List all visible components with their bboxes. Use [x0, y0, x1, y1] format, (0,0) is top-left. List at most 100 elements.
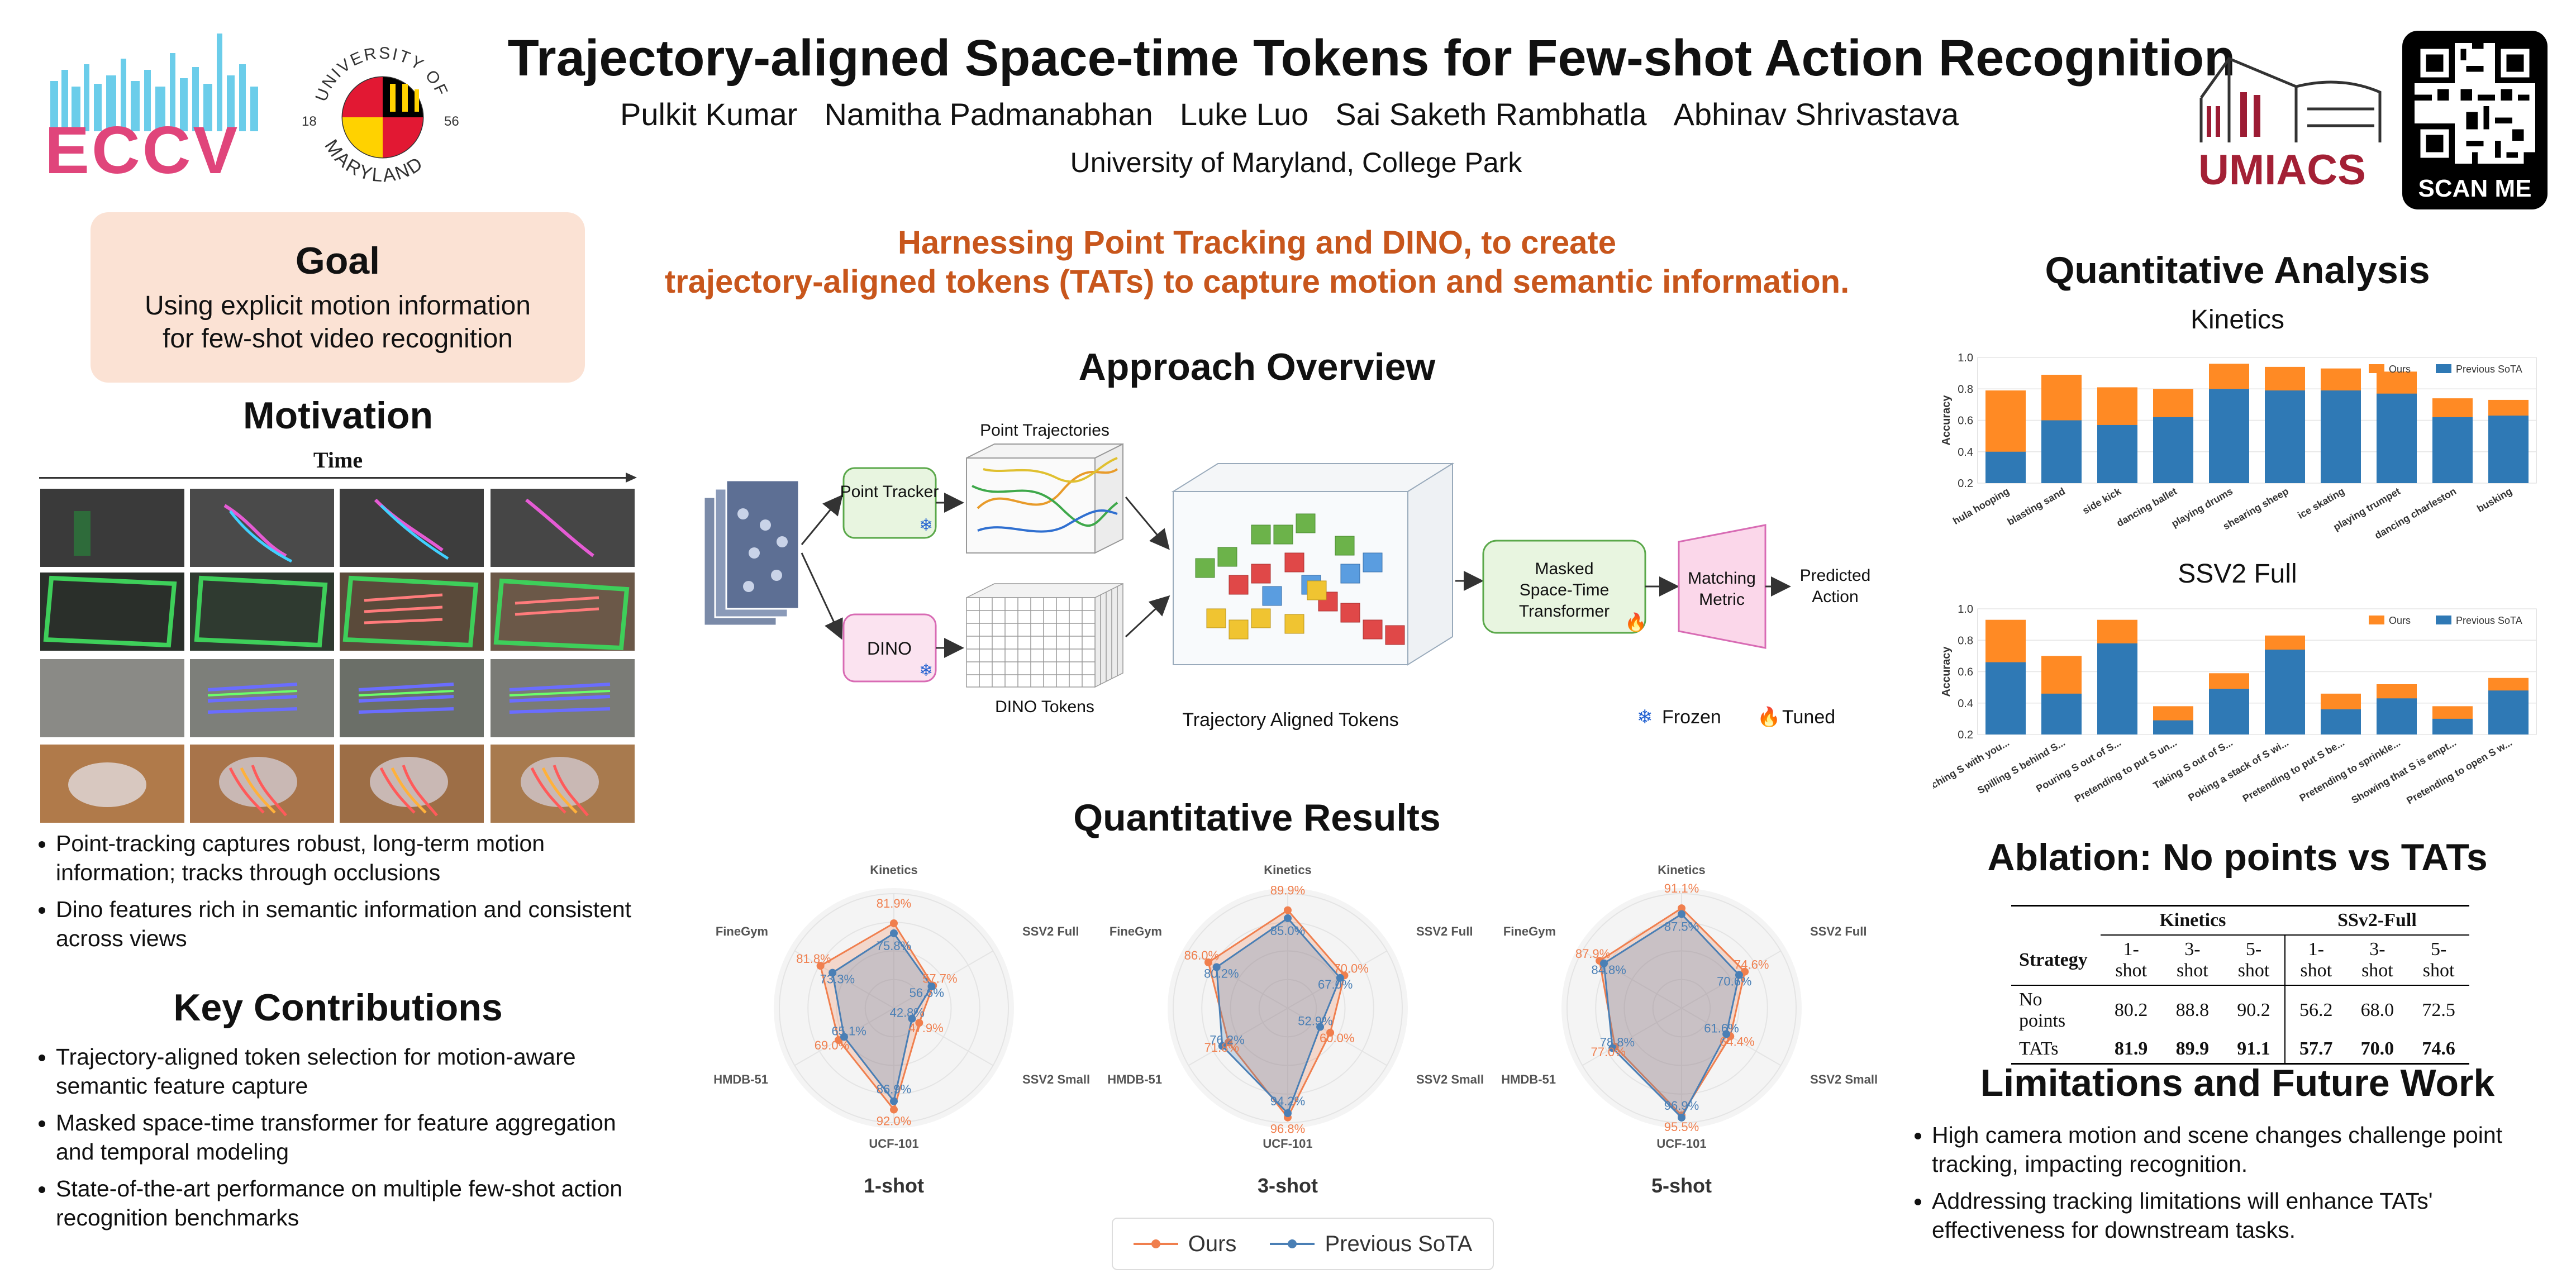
ablation-cell: 70.0	[2360, 1038, 2394, 1059]
radar-axis-label: SSV2 Full	[1022, 924, 1079, 938]
ours-point	[1678, 904, 1685, 913]
limitations-bullets: High camera motion and scene changes cha…	[1905, 1120, 2564, 1252]
ablation-cell: 91.1	[2223, 1035, 2285, 1064]
legend-ours-label: Ours	[1188, 1231, 1237, 1256]
radar-axis-label: UCF-101	[1263, 1137, 1312, 1151]
svg-text:Matching: Matching	[1688, 569, 1756, 588]
legend-swatch-ours	[2369, 616, 2384, 624]
legend-label-ours: Ours	[2389, 615, 2411, 626]
svg-text:Metric: Metric	[1699, 590, 1745, 609]
bar-previous-sota	[1985, 662, 2026, 734]
motivation-frame-grid	[40, 489, 635, 824]
bar-previous-sota	[2153, 720, 2193, 734]
prev-value-label: 76.2%	[1210, 1033, 1244, 1047]
radar-title: 5-shot	[1651, 1174, 1712, 1197]
legend-ours: Ours	[1133, 1231, 1237, 1257]
ablation-cell: 74.6	[2422, 1038, 2455, 1059]
table-row: TATs 81.9 89.9 91.1 57.7 70.0 74.6	[2011, 1035, 2469, 1064]
bar-previous-sota	[2265, 650, 2305, 734]
radar-axis-label: SSV2 Full	[1416, 924, 1473, 938]
radar-axis-label: Kinetics	[1658, 863, 1706, 877]
svg-text:Transformer: Transformer	[1519, 602, 1610, 621]
prev-point	[1600, 959, 1608, 967]
qr-code-badge[interactable]: SCAN ME	[2402, 31, 2548, 209]
ablation-cell: 56.2	[2299, 1000, 2333, 1020]
ours-value-label: 86.0%	[1184, 948, 1219, 962]
ablation-cell: 80.2	[2114, 1000, 2148, 1020]
ablation-col-header: 3-shot	[2177, 939, 2208, 981]
approach-diagram: Point Tracker ❄ DINO ❄ Point Trajectorie…	[693, 413, 1888, 748]
x-tick-label: ice skating	[2296, 485, 2346, 521]
radar-axis-label: UCF-101	[1656, 1137, 1706, 1151]
prev-point	[1678, 910, 1685, 918]
table-row: No points 80.2 88.8 90.2 56.2 68.0 72.5	[2011, 985, 2469, 1035]
radar-axis-label: FineGym	[1110, 924, 1162, 938]
bar-previous-sota	[2432, 718, 2473, 734]
legend-previous-sota: Previous SoTA	[1270, 1232, 1472, 1257]
token-blocks-red	[1229, 552, 1405, 645]
prev-point	[908, 1014, 916, 1023]
ours-point	[1284, 906, 1292, 914]
legend-swatch-ours	[2369, 364, 2384, 373]
prev-value-label: 96.9%	[1664, 1099, 1699, 1113]
y-tick-label: 0.4	[1958, 446, 1973, 459]
x-tick-label: hula hooping	[1951, 485, 2011, 527]
x-tick-label: side kick	[2080, 485, 2123, 517]
contribution-bullet-3: State-of-the-art performance on multiple…	[56, 1174, 644, 1232]
bar-previous-sota	[2488, 690, 2529, 734]
ours-point	[890, 1105, 898, 1114]
radar-axis-label: SSV2 Full	[1810, 924, 1866, 938]
prev-value-label: 42.8%	[890, 1006, 925, 1020]
y-axis-label: Accuracy	[1940, 646, 1953, 697]
prev-value-label: 73.3%	[820, 972, 855, 986]
prev-point	[1284, 914, 1292, 922]
ours-point	[1326, 1028, 1335, 1037]
prev-point	[840, 1033, 848, 1041]
snowflake-icon: ❄	[1637, 707, 1653, 728]
dino-box: DINO	[842, 613, 937, 683]
svg-text:Action: Action	[1812, 588, 1858, 606]
ablation-col-header: 3-shot	[2361, 939, 2393, 981]
radar-axis-label: Kinetics	[870, 863, 918, 877]
prev-value-label: 61.6%	[1704, 1021, 1739, 1035]
ours-value-label: 57.7%	[922, 971, 957, 985]
goal-text-line2: for few-shot video recognition	[163, 324, 513, 354]
prev-point	[1316, 1023, 1325, 1031]
ablation-col-header: 5-shot	[2422, 939, 2455, 981]
legend-label-prev: Previous SoTA	[2456, 615, 2522, 626]
ablation-group-kinetics: Kinetics	[2100, 905, 2285, 936]
ours-value-label: 60.0%	[1320, 1031, 1354, 1045]
flame-icon: 🔥	[1625, 612, 1647, 632]
radar-axis-label: SSV2 Small	[1810, 1072, 1878, 1086]
limitations-title: Limitations and Future Work	[1980, 1062, 2495, 1104]
prev-value-label: 65.1%	[831, 1024, 866, 1038]
author-2: Namitha Padmanabhan	[824, 97, 1153, 132]
x-tick-label: Poking a stack of S wi...	[2186, 737, 2291, 803]
author-5: Abhinav Shrivastava	[1673, 97, 1959, 132]
ours-point	[915, 1019, 923, 1027]
author-list: Pulkit Kumar Namitha Padmanabhan Luke Lu…	[620, 96, 2129, 132]
ablation-cell: 89.9	[2175, 1038, 2210, 1059]
legend-swatch-prev	[2436, 616, 2451, 624]
y-tick-label: 0.4	[1958, 698, 1973, 710]
time-label: Time	[313, 447, 363, 473]
prev-value-label: 86.9%	[877, 1082, 911, 1096]
radar-axis-line	[893, 950, 994, 1009]
eccv-logo: ECCV	[45, 31, 268, 188]
radar-axis-label: HMDB-51	[713, 1072, 768, 1086]
y-tick-label: 0.2	[1958, 478, 1973, 490]
ablation-cell: 81.9	[2114, 1038, 2148, 1059]
svg-text:Point Trajectories: Point Trajectories	[980, 421, 1110, 440]
legend-label-ours: Ours	[2389, 364, 2411, 375]
goal-text-line1: Using explicit motion information	[145, 291, 531, 321]
bar-previous-sota	[1985, 451, 2026, 483]
prev-value-label: 85.0%	[1270, 924, 1305, 938]
prev-value-label: 80.2%	[1204, 966, 1239, 980]
radar-axis-label: SSV2 Small	[1022, 1072, 1090, 1086]
ablation-title: Ablation: No points vs TATs	[1987, 836, 2488, 879]
prev-point	[927, 982, 936, 991]
ours-value-label: 64.4%	[1720, 1034, 1754, 1048]
limitation-bullet-1: High camera motion and scene changes cha…	[1932, 1120, 2564, 1179]
ablation-strategy-header: Strategy	[2019, 949, 2088, 970]
bar-previous-sota	[2209, 689, 2249, 734]
